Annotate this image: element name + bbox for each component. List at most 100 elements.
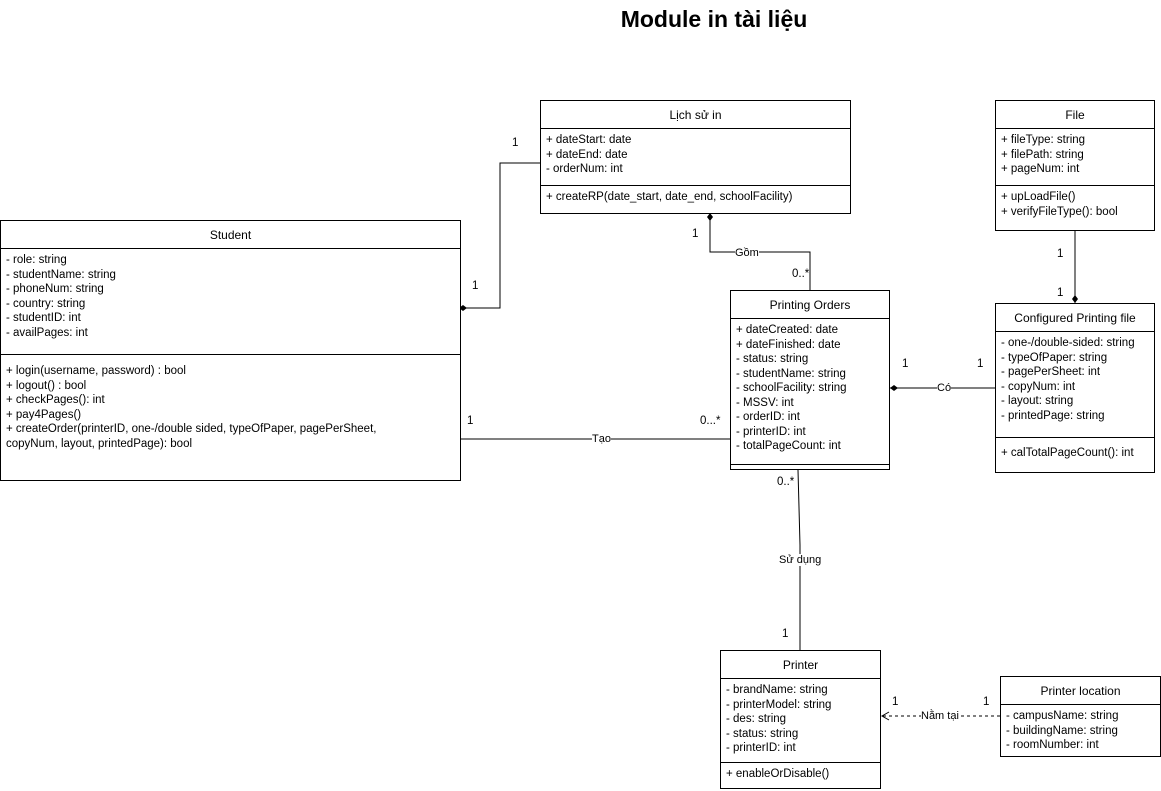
operation: + createOrder(printerID, one-/double sid… xyxy=(6,423,377,450)
class-header: File xyxy=(996,101,1154,129)
class-header: Student xyxy=(1,221,460,249)
multiplicity-lichsu-gom: 1 xyxy=(692,228,699,240)
edge-label-tao: Tạo xyxy=(592,433,611,445)
attribute: - one-/double-sided: string xyxy=(1001,337,1135,349)
operations-section xyxy=(731,465,889,469)
multiplicity-configured-co: 1 xyxy=(977,358,984,370)
diagram-title: Module in tài liệu xyxy=(620,6,808,32)
attributes-section: + dateStart: date + dateEnd: date - orde… xyxy=(541,129,850,186)
multiplicity-orders-sudung: 0..* xyxy=(777,476,795,488)
attribute: - pagePerSheet: int xyxy=(1001,366,1101,378)
class-student[interactable]: Student - role: string - studentName: st… xyxy=(0,220,461,481)
multiplicity-printer-namtai: 1 xyxy=(892,696,899,708)
attributes-section: + fileType: string + filePath: string + … xyxy=(996,129,1154,186)
multiplicity-orders-co: 1 xyxy=(902,358,909,370)
class-header: Configured Printing file xyxy=(996,304,1154,332)
class-lich-su-in[interactable]: Lịch sử in + dateStart: date + dateEnd: … xyxy=(540,100,851,214)
class-name: Student xyxy=(209,227,252,242)
operations-section: + upLoadFile() + verifyFileType(): bool xyxy=(996,186,1154,219)
attribute: - availPages: int xyxy=(6,326,88,339)
class-configured-printing-file[interactable]: Configured Printing file - one-/double-s… xyxy=(995,303,1155,473)
attribute: - role: string xyxy=(6,254,67,266)
attribute: - studentID: int xyxy=(6,312,81,324)
multiplicity-student-end: 1 xyxy=(472,280,479,292)
edge-student-lichsu xyxy=(463,162,540,309)
edge-lichsu-orders xyxy=(709,217,811,290)
attribute: - orderID: int xyxy=(736,411,800,423)
attribute: + fileType: string xyxy=(1001,134,1086,146)
multiplicity-printer-sudung: 1 xyxy=(782,628,789,640)
edge-label-nam-tai: Nằm tại xyxy=(921,710,959,722)
attribute: - printerID: int xyxy=(736,425,806,438)
diamond-file-configured xyxy=(1072,295,1078,303)
attribute: - buildingName: string xyxy=(1006,724,1118,737)
attribute: - studentName: string xyxy=(6,268,116,281)
class-printing-orders[interactable]: Printing Orders + dateCreated: date + da… xyxy=(730,290,890,470)
class-header: Printer xyxy=(721,651,880,679)
edge-label-su-dung: Sử dụng xyxy=(779,554,822,566)
attribute: + dateFinished: date xyxy=(736,338,841,351)
class-header: Lịch sử in xyxy=(541,101,850,129)
attribute: - typeOfPaper: string xyxy=(1001,351,1108,364)
attribute: + dateStart: date xyxy=(546,134,632,146)
attribute: - roomNumber: int xyxy=(1006,739,1099,751)
attribute: - status: string xyxy=(736,353,809,365)
operation: + pay4Pages() xyxy=(6,408,82,421)
attribute: - brandName: string xyxy=(726,684,828,696)
class-name: Printer location xyxy=(1040,683,1121,698)
class-name: File xyxy=(1065,107,1085,122)
edge-label-gom: Gồm xyxy=(735,247,759,259)
edge-label-co: Có xyxy=(937,382,952,394)
operations-section: + createRP(date_start, date_end, schoolF… xyxy=(541,186,850,205)
operation: + upLoadFile() xyxy=(1001,191,1076,203)
multiplicity-configured-file: 1 xyxy=(1057,287,1064,299)
attributes-section: - brandName: string - printerModel: stri… xyxy=(721,679,880,763)
class-name: Printing Orders xyxy=(769,297,851,312)
operations-section: + calTotalPageCount(): int xyxy=(996,438,1154,461)
operations-section: + login(username, password) : bool + log… xyxy=(1,355,460,451)
edge-orders-printer xyxy=(797,469,801,650)
attribute: - status: string xyxy=(726,727,799,740)
attribute: - phoneNum: string xyxy=(6,283,104,295)
attribute: + dateEnd: date xyxy=(546,148,628,161)
multiplicity-lichsu-end: 1 xyxy=(512,137,519,149)
class-printer-location[interactable]: Printer location - campusName: string - … xyxy=(1000,676,1161,757)
operation: + logout() : bool xyxy=(6,379,87,392)
operation: + createRP(date_start, date_end, schoolF… xyxy=(546,191,793,203)
attribute: - campusName: string xyxy=(1006,710,1119,722)
operations-section: + enableOrDisable() xyxy=(721,763,880,782)
class-printer[interactable]: Printer - brandName: string - printerMod… xyxy=(720,650,881,789)
class-name: Printer xyxy=(782,657,819,672)
attributes-section: + dateCreated: date + dateFinished: date… xyxy=(731,319,889,465)
attribute: - des: string xyxy=(726,713,787,725)
attribute: - country: string xyxy=(6,297,86,310)
diamond-orders-configured xyxy=(890,385,898,391)
class-file[interactable]: File + fileType: string + filePath: stri… xyxy=(995,100,1155,231)
class-name: Configured Printing file xyxy=(1014,310,1136,325)
attribute: - orderNum: int xyxy=(546,163,623,175)
attribute: - MSSV: int xyxy=(736,396,794,409)
multiplicity-location-namtai: 1 xyxy=(983,696,990,708)
attribute: + dateCreated: date xyxy=(736,324,838,336)
operation: + verifyFileType(): bool xyxy=(1001,205,1118,218)
multiplicity-orders-tao: 0...* xyxy=(700,415,721,427)
operation: + login(username, password) : bool xyxy=(6,365,186,377)
attribute: + filePath: string xyxy=(1001,148,1084,161)
attribute: - printerModel: string xyxy=(726,698,832,711)
arrowhead-location-printer xyxy=(880,711,890,721)
class-name: Lịch sử in xyxy=(669,107,722,122)
attribute: + pageNum: int xyxy=(1001,163,1080,175)
operation: + checkPages(): int xyxy=(6,394,105,406)
operation: + enableOrDisable() xyxy=(726,768,830,780)
attributes-section: - role: string - studentName: string - p… xyxy=(1,249,460,355)
diamond-lichsu-orders xyxy=(707,213,713,221)
class-header: Printing Orders xyxy=(731,291,889,319)
attribute: - copyNum: int xyxy=(1001,380,1076,393)
class-header: Printer location xyxy=(1001,677,1160,705)
attributes-section: - campusName: string - buildingName: str… xyxy=(1001,705,1160,753)
attributes-section: - one-/double-sided: string - typeOfPape… xyxy=(996,332,1154,438)
attribute: - printerID: int xyxy=(726,742,796,754)
attribute: - studentName: string xyxy=(736,367,846,380)
multiplicity-orders-gom: 0..* xyxy=(792,268,810,280)
attribute: - schoolFacility: string xyxy=(736,382,847,394)
